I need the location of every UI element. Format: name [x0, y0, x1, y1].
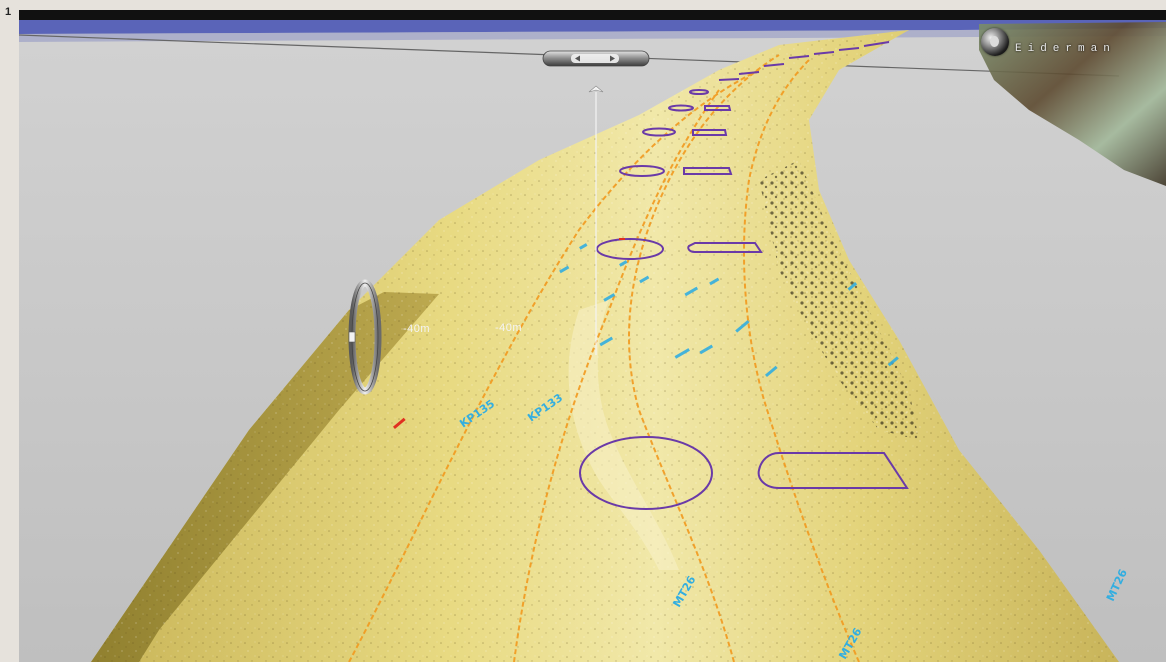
survey-marker	[847, 282, 858, 291]
survey-marker	[709, 277, 720, 286]
survey-marker	[579, 243, 588, 250]
target-outline-circle	[689, 89, 709, 95]
contour-line	[348, 69, 760, 662]
terrain-texture-patch	[979, 22, 1166, 186]
route-segment	[763, 63, 785, 67]
survey-marker	[735, 320, 750, 333]
route-segment	[838, 47, 860, 51]
survey-marker	[619, 260, 628, 267]
target-outline-capsule	[687, 242, 763, 253]
depth-label: -40m	[495, 322, 523, 334]
camera-capsule-icon[interactable]	[542, 50, 650, 67]
seabed-highlight-ridge	[568, 300, 679, 570]
survey-marker	[603, 293, 616, 302]
3d-seabed-viewport[interactable]: KP135 KP133 MT26 MT26 MT26 -40m -40m Eid…	[19, 10, 1166, 662]
target-outline-near-capsule	[757, 452, 909, 489]
survey-marker	[674, 348, 690, 359]
red-marker	[619, 238, 625, 240]
target-outline-near-circle	[579, 436, 713, 510]
target-outline-circle	[596, 238, 664, 260]
survey-marker	[559, 265, 570, 274]
figure-number: 1	[5, 6, 12, 18]
navigation-ball-icon[interactable]	[981, 28, 1009, 56]
seabed-speckle	[91, 30, 1119, 662]
horizon-band	[19, 20, 1166, 34]
target-outline-circle	[668, 104, 694, 112]
target-arrow-icon[interactable]	[588, 85, 604, 93]
contour-line	[628, 54, 780, 662]
brand-label: Eiderman	[1015, 43, 1116, 55]
target-outline-circle	[619, 165, 665, 177]
top-black-bar	[19, 10, 1166, 20]
route-segment	[718, 78, 740, 81]
route-segment	[788, 55, 810, 59]
survey-marker	[639, 275, 650, 284]
route-segment	[738, 71, 760, 75]
rotation-ring-icon[interactable]	[348, 279, 382, 395]
target-outline-circle	[642, 127, 676, 137]
contour-line	[743, 59, 860, 662]
horizon-edge	[19, 28, 1166, 42]
target-outline-capsule	[704, 105, 732, 111]
survey-marker	[699, 344, 714, 355]
survey-marker	[887, 356, 899, 367]
survey-marker	[599, 336, 614, 347]
contour-line	[513, 89, 720, 662]
rocky-outcrop	[759, 160, 919, 440]
target-outline-capsule	[683, 167, 733, 175]
route-segment	[813, 51, 835, 55]
survey-marker	[684, 286, 699, 297]
survey-marker	[764, 365, 778, 378]
depth-label: -40m	[403, 323, 431, 335]
route-segment	[863, 41, 890, 47]
target-outline-capsule	[692, 129, 728, 136]
red-marker	[392, 417, 406, 430]
